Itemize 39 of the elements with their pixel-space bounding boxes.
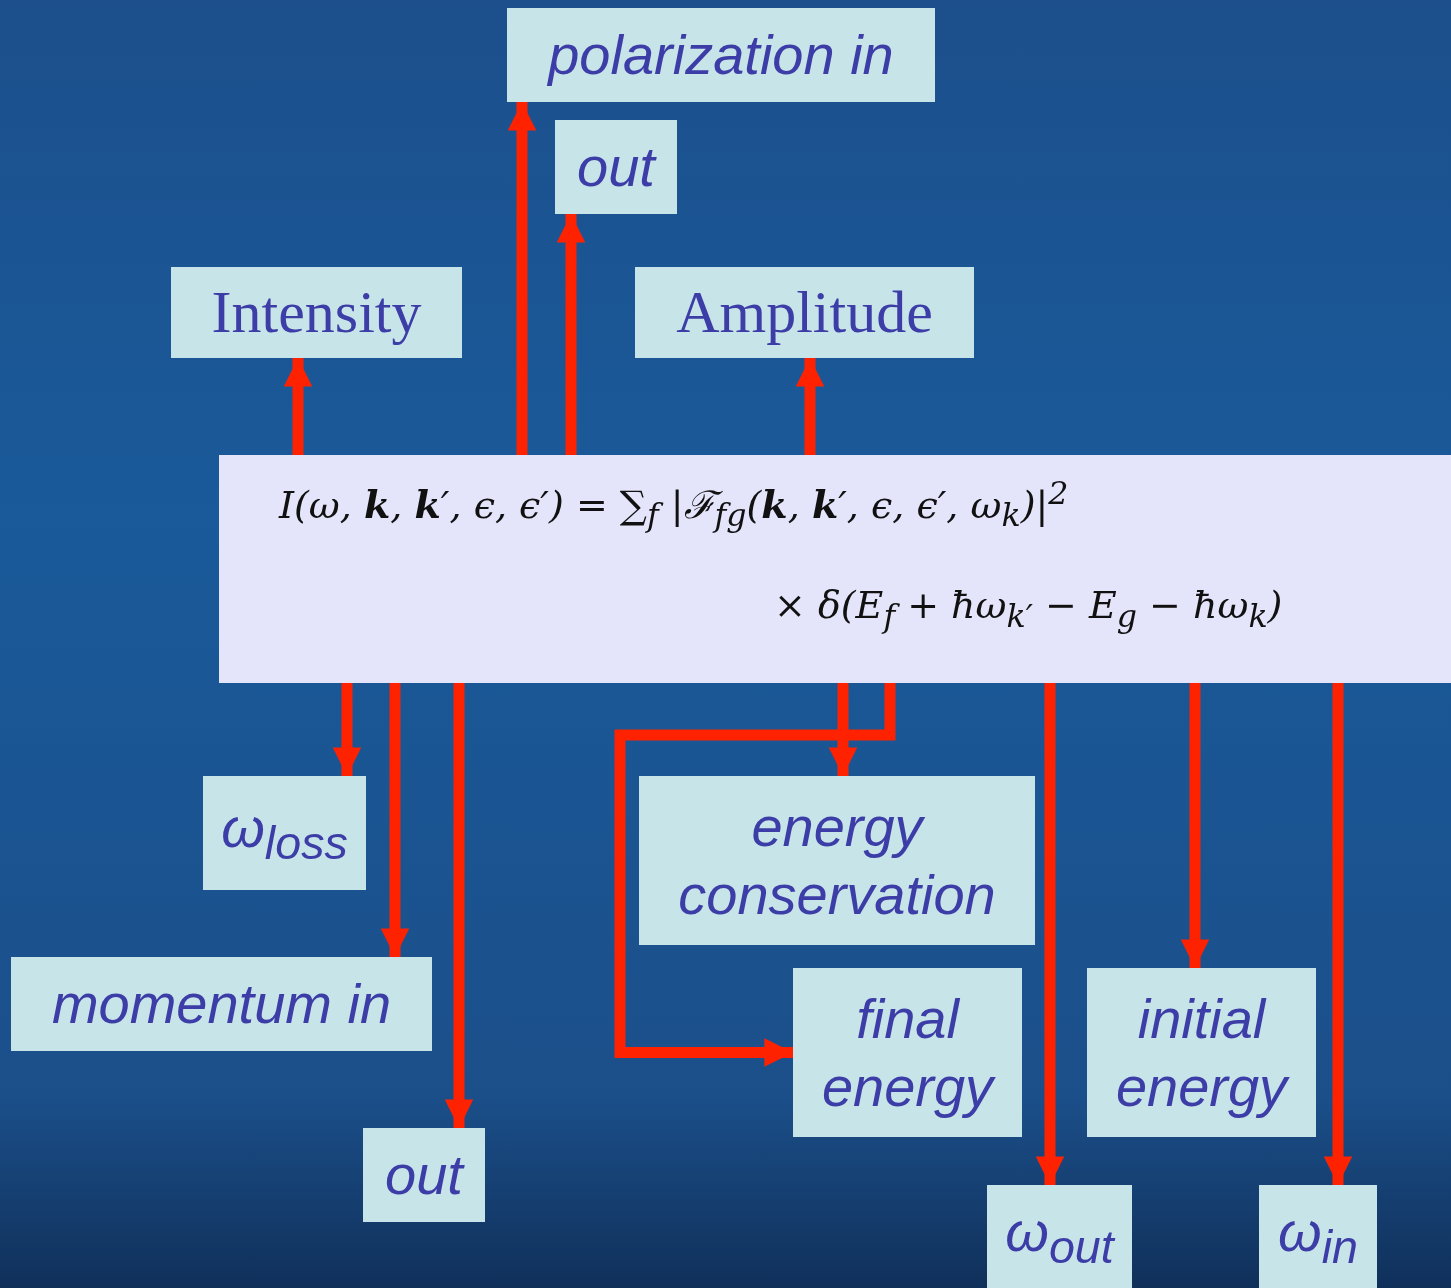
arrow: [283, 358, 313, 455]
label-text: out: [385, 1142, 463, 1209]
label-box: [1087, 968, 1316, 1137]
label-box: [203, 776, 366, 890]
formula-band: [219, 455, 1451, 683]
arrow: [1180, 683, 1210, 968]
label-box: [555, 120, 677, 214]
arrow: [1035, 683, 1065, 1185]
label-box: [171, 267, 462, 358]
arrow: [380, 683, 410, 957]
label-text: initial energy: [1114, 986, 1291, 1120]
label-text: ω$_{loss}$: [221, 795, 348, 872]
label-box: [11, 957, 432, 1051]
label-box: [1259, 1185, 1377, 1288]
arrow: [332, 683, 362, 776]
label-box: [507, 8, 935, 102]
equation-text: I(ω, k, k′, ϵ, ϵ′) = ∑$_{f}$ |ℱ$_{fg}$(k, k′, ϵ, ϵ′, ω$_{k}$)|$^{2}$: [279, 475, 1069, 534]
label-text: Intensity: [211, 278, 422, 347]
label-box: [635, 267, 974, 358]
label-text: ω$_{in}$: [1278, 1198, 1358, 1276]
arrow: [507, 102, 537, 455]
label-box: [793, 968, 1022, 1137]
arrow: [828, 683, 858, 776]
arrow: [1323, 683, 1353, 1185]
label-box: [987, 1185, 1132, 1288]
label-text: final energy: [820, 986, 997, 1120]
equation-text: × δ(E$_{f}$ + ħω$_{k′}$ − E$_{g}$ − ħω$_{k}$): [774, 583, 1283, 634]
label-text: momentum in: [51, 971, 392, 1038]
arrow: [556, 214, 586, 455]
arrow: [444, 683, 474, 1128]
arrow: [795, 358, 825, 455]
label-box: [363, 1128, 485, 1222]
label-text: energy conservation: [677, 794, 997, 928]
label-text: polarization in: [548, 22, 894, 89]
arrow: [614, 683, 896, 1067]
label-text: ω$_{out}$: [1005, 1198, 1114, 1276]
label-text: Amplitude: [676, 278, 933, 347]
label-text: out: [577, 134, 655, 201]
label-box: [639, 776, 1035, 945]
